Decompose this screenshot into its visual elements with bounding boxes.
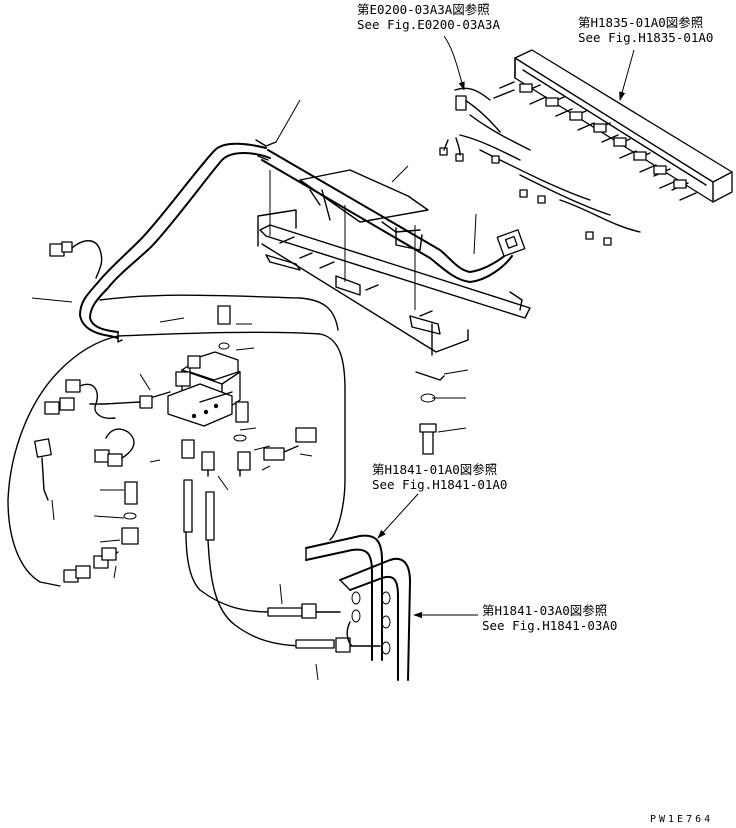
fasteners (217, 305, 445, 455)
reference-h1841-01-en: See Fig.H1841-01A0 (372, 477, 508, 492)
valve-bank (439, 49, 733, 246)
support-bracket-frame (257, 170, 531, 356)
reference-e0200: 第E0200-03A3A図参照 See Fig.E0200-03A3A (357, 2, 500, 32)
harness-main (7, 139, 526, 587)
drawing-code: PW1E764 (650, 814, 714, 825)
reference-h1841-03-en: See Fig.H1841-03A0 (482, 618, 618, 633)
valve-fittings (493, 81, 697, 201)
reference-h1835-en: See Fig.H1835-01A0 (578, 30, 714, 45)
hydraulic-tubes (305, 534, 411, 681)
leader-lines (31, 99, 477, 681)
reference-h1841-01: 第H1841-01A0図参照 See Fig.H1841-01A0 (372, 462, 507, 492)
reference-h1841-03: 第H1841-03A0図参照 See Fig.H1841-03A0 (482, 603, 617, 633)
solenoid-valve-block (89, 351, 251, 561)
hose-lines (183, 427, 381, 653)
reference-e0200-jp: 第E0200-03A3A図参照 (357, 2, 490, 17)
reference-e0200-en: See Fig.E0200-03A3A (357, 17, 500, 32)
reference-arrows (377, 35, 635, 619)
reference-h1841-03-jp: 第H1841-03A0図参照 (482, 603, 608, 618)
reference-h1841-01-jp: 第H1841-01A0図参照 (372, 462, 498, 477)
reference-h1835-jp: 第H1835-01A0図参照 (578, 15, 704, 30)
reference-h1835: 第H1835-01A0図参照 See Fig.H1835-01A0 (578, 15, 713, 45)
left-connectors (34, 240, 135, 583)
